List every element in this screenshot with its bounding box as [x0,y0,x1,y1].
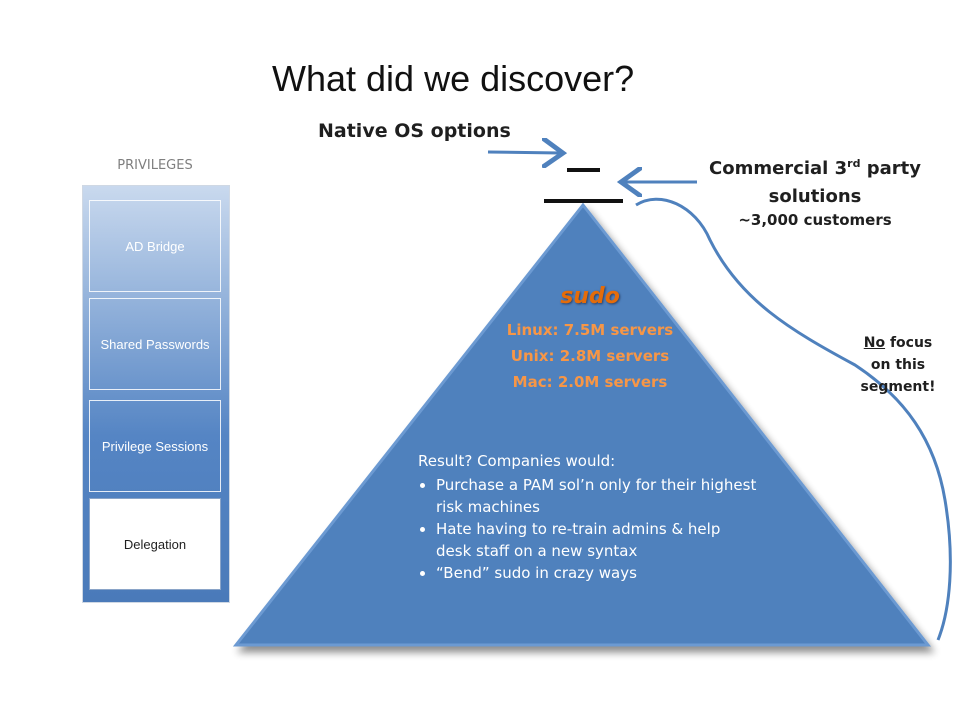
result-bullet: Purchase a PAM sol’n only for their high… [436,474,758,518]
privilege-item-shared-passwords: Shared Passwords [89,298,221,390]
commercial-line2: solutions [768,186,862,207]
privilege-item-ad-bridge: AD Bridge [89,200,221,292]
commercial-superscript: rd [847,157,861,170]
privileges-label: PRIVILEGES [117,158,193,173]
no-focus-word: focus [885,335,933,351]
result-intro: Result? Companies would: [418,452,616,470]
native-arrow [487,152,560,153]
result-list: Purchase a PAM sol’n only for their high… [418,474,758,584]
privilege-item-privilege-sessions: Privilege Sessions [89,400,221,492]
sudo-heading: sudo [560,284,620,309]
unix-count: Unix: 2.8M servers [510,347,670,365]
privileges-stack: AD Bridge Shared Passwords Privilege Ses… [82,185,230,603]
no-focus-underlined: No [863,335,886,351]
pyramid-shape [232,202,932,647]
slide-title: What did we discover? [272,58,635,99]
no-focus-note: No focus on this segment! [848,332,948,398]
commercial-line1-post: party [860,158,921,179]
commercial-label: Commercial 3rd party solutions [690,150,940,211]
mac-count: Mac: 2.0M servers [512,373,668,391]
no-focus-line2: on this [870,357,926,373]
privilege-item-delegation: Delegation [89,498,221,590]
native-os-label: Native OS options [318,120,511,142]
server-counts: Linux: 7.5M servers Unix: 2.8M servers M… [480,317,700,395]
result-bullet: Hate having to re-train admins & help de… [436,518,758,562]
result-block: Result? Companies would: Purchase a PAM … [418,450,758,584]
no-focus-line3: segment! [860,379,936,395]
segment-brace [635,197,952,641]
linux-count: Linux: 7.5M servers [506,321,674,339]
customers-count: ~3,000 customers [738,211,892,229]
commercial-line1-pre: Commercial 3 [709,158,848,179]
result-bullet: “Bend” sudo in crazy ways [436,562,758,584]
